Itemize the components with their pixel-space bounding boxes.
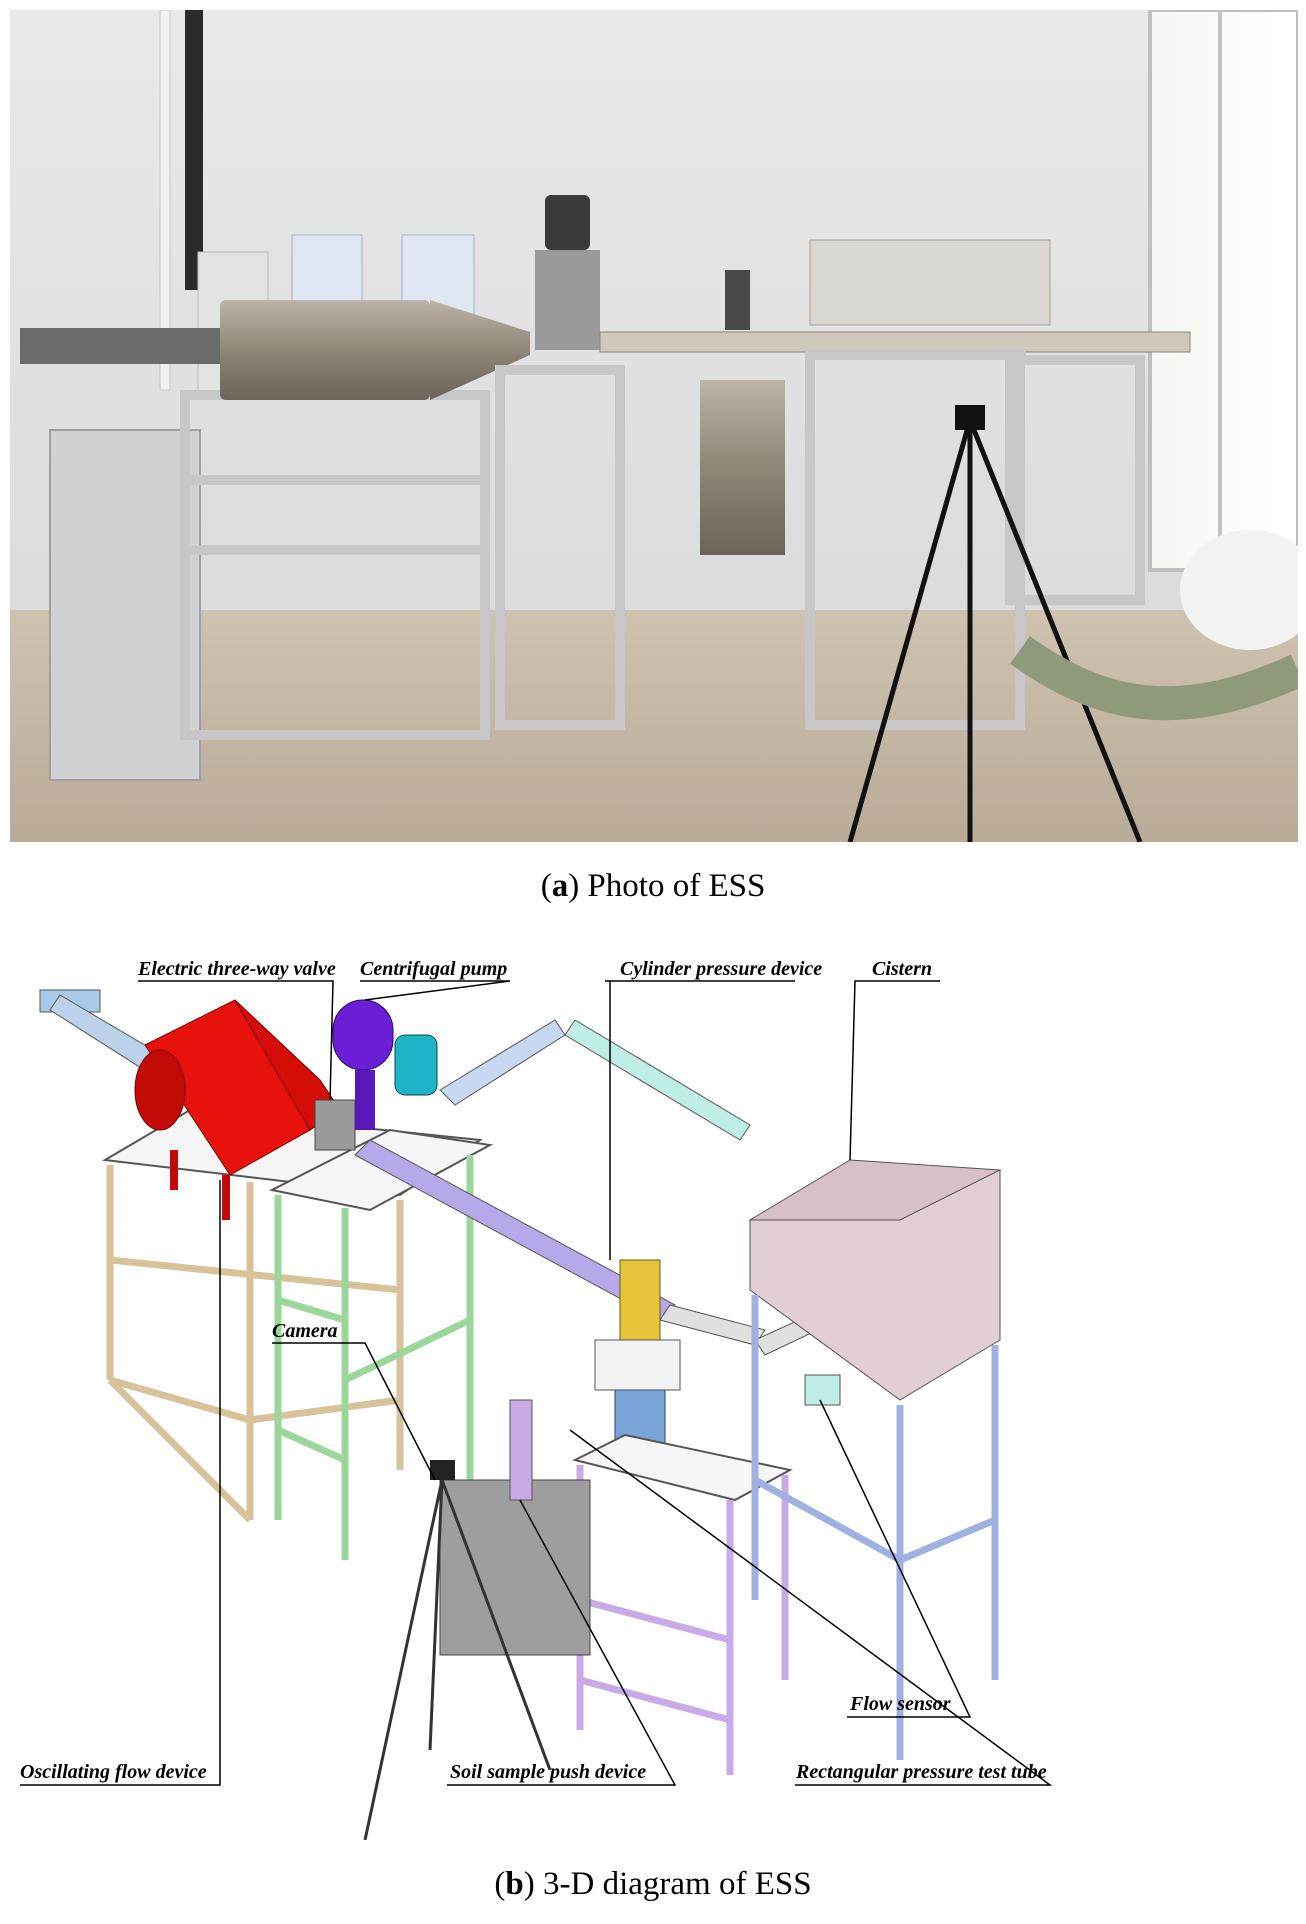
lab-photo bbox=[10, 10, 1298, 842]
label-cylinder-pressure-device: Cylinder pressure device bbox=[620, 960, 822, 980]
label-camera: Camera bbox=[272, 1320, 338, 1342]
label-rectangular-pressure-test-tube: Rectangular pressure test tube bbox=[795, 1761, 1047, 1783]
diagram-caption-text: ) 3-D diagram of ESS bbox=[523, 1866, 812, 1902]
label-centrifugal-pump: Centrifugal pump bbox=[360, 960, 507, 980]
pipe-network bbox=[354, 1019, 871, 1356]
diagram-caption-letter: b bbox=[505, 1866, 524, 1902]
flow-sensor bbox=[804, 1374, 841, 1406]
diagram-caption-open: ( bbox=[494, 1866, 506, 1902]
valve-motor bbox=[394, 1034, 438, 1096]
cistern bbox=[748, 1159, 1002, 1401]
label-electric-three-way-valve: Electric three-way valve bbox=[137, 960, 336, 980]
photo-caption-open: ( bbox=[540, 868, 552, 904]
photo-caption-letter: a bbox=[551, 868, 569, 904]
label-cistern: Cistern bbox=[872, 960, 932, 980]
label-soil-sample-push-device: Soil sample push device bbox=[450, 1761, 646, 1783]
label-oscillating-flow-device: Oscillating flow device bbox=[20, 1761, 207, 1783]
electric-three-way-valve bbox=[314, 1099, 356, 1151]
photo-caption: (a) Photo of ESS bbox=[0, 868, 1306, 905]
diagram-caption: (b) 3-D diagram of ESS bbox=[0, 1866, 1306, 1903]
camera bbox=[363, 1460, 552, 1840]
photo-caption-text: ) Photo of ESS bbox=[568, 868, 766, 904]
label-flow-sensor: Flow sensor bbox=[849, 1693, 951, 1715]
oscillating-flow-device bbox=[39, 989, 341, 1220]
ess-3d-diagram: Electric three-way valve Centrifugal pum… bbox=[20, 960, 1053, 1840]
frame-cistern bbox=[751, 1295, 999, 1760]
centrifugal-pump bbox=[332, 999, 394, 1130]
soil-sample-push-device bbox=[439, 1399, 591, 1656]
